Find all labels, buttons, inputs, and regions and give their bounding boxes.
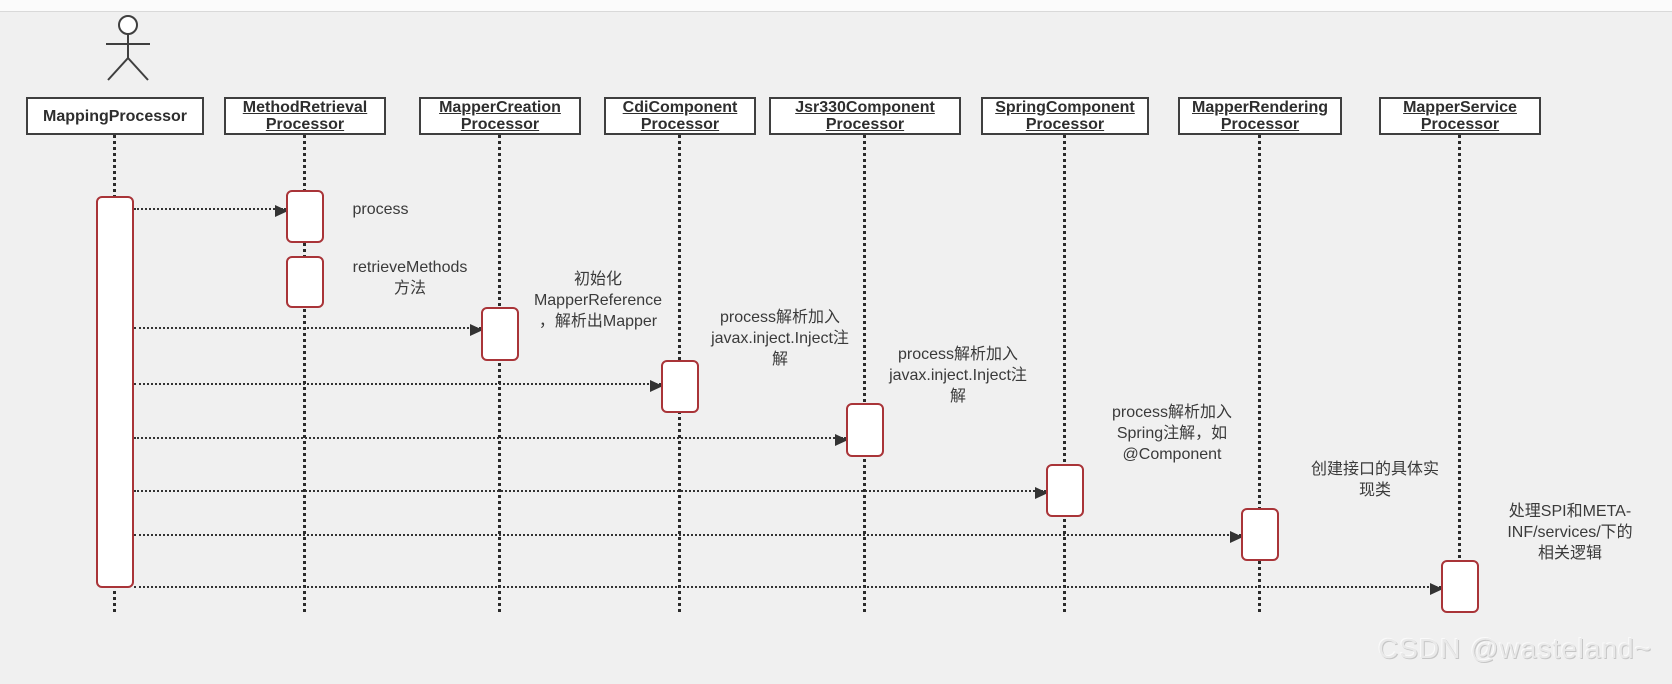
activation-method-retrieval-process [286, 190, 324, 243]
message-arrow-spring-component [134, 487, 1048, 499]
message-label-spi-meta-inf: 处理SPI和META- INF/services/下的 相关逻辑 [1507, 503, 1633, 562]
lifeline-mapper-service-processor [1458, 135, 1461, 612]
activation-mapper-creation [481, 307, 519, 361]
activation-method-retrieval-retrieve [286, 256, 324, 308]
activation-spring-component [1046, 464, 1084, 517]
message-label-process: process [352, 201, 409, 218]
header-label: MethodRetrieval Processor [242, 99, 368, 133]
lifeline-jsr330-component-processor [863, 135, 866, 612]
message-label-retrieve-methods: retrieveMethods 方法 [352, 259, 468, 297]
message-arrow-jsr330-component [134, 434, 848, 446]
header-spring-component-processor: SpringComponent Processor [981, 97, 1149, 135]
actor-icon [106, 15, 150, 81]
header-method-retrieval-processor: MethodRetrieval Processor [224, 97, 386, 135]
lifeline-method-retrieval-processor [303, 135, 306, 612]
header-label: CdiComponent Processor [622, 99, 738, 133]
message-label-init-mapper-reference: 初始化 MapperReference ，解析出Mapper [533, 271, 663, 330]
message-arrow-process [134, 205, 288, 217]
message-label-cdi-inject: process解析加入 javax.inject.Inject注 解 [711, 309, 849, 368]
message-arrow-mapper-creation [134, 324, 483, 336]
header-label: MapperCreation Processor [439, 99, 561, 133]
header-jsr330-component-processor: Jsr330Component Processor [769, 97, 961, 135]
activation-cdi-component [661, 360, 699, 413]
activation-mapping-processor [96, 196, 134, 588]
header-mapping-processor: MappingProcessor [26, 97, 204, 135]
message-label-jsr330-inject: process解析加入 javax.inject.Inject注 解 [889, 346, 1027, 405]
activation-mapper-rendering [1241, 508, 1279, 561]
message-label-create-impl: 创建接口的具体实 现类 [1310, 461, 1439, 499]
activation-mapper-service [1441, 560, 1479, 613]
lifeline-spring-component-processor [1063, 135, 1066, 612]
header-mapper-rendering-processor: MapperRendering Processor [1178, 97, 1342, 135]
lifeline-mapper-creation-processor [498, 135, 501, 612]
message-label-spring-component: process解析加入 Spring注解，如 @Component [1111, 404, 1233, 463]
lifeline-mapper-rendering-processor [1258, 135, 1261, 612]
message-arrow-cdi-component [134, 380, 663, 392]
message-arrow-mapper-service [134, 583, 1443, 595]
header-label: MapperRendering Processor [1191, 99, 1328, 133]
header-mapper-creation-processor: MapperCreation Processor [419, 97, 581, 135]
activation-jsr330-component [846, 403, 884, 457]
header-label: SpringComponent Processor [995, 99, 1135, 133]
top-border-strip [0, 0, 1672, 12]
header-label: MappingProcessor [42, 107, 188, 125]
header-label: Jsr330Component Processor [795, 99, 935, 133]
header-cdi-component-processor: CdiComponent Processor [604, 97, 756, 135]
header-label: MapperService Processor [1403, 99, 1517, 133]
header-mapper-service-processor: MapperService Processor [1379, 97, 1541, 135]
message-arrow-mapper-rendering [134, 531, 1243, 543]
csdn-watermark: CSDN @wasteland~ [1378, 633, 1652, 664]
